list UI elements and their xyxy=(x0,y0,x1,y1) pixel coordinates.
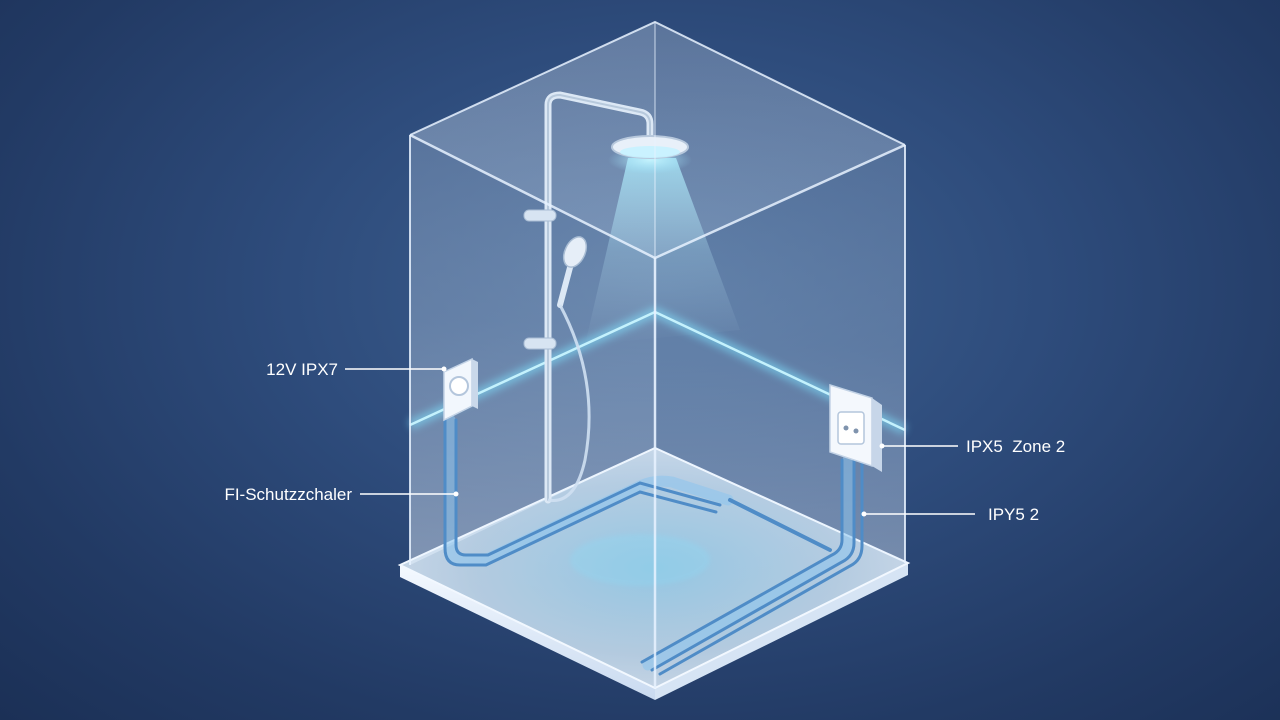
socket-icon xyxy=(837,411,865,445)
label-ipy5-2: IPY5 2 xyxy=(988,505,1039,524)
shower-fixtures xyxy=(523,91,740,504)
right-socket-box xyxy=(829,383,882,472)
tray-front-left-face xyxy=(400,565,655,700)
label-12v-ipx7: 12V IPX7 xyxy=(266,360,338,379)
electrical-conduits xyxy=(443,414,864,676)
tray-front-right-face xyxy=(655,563,908,700)
riser-bracket-top xyxy=(523,209,557,222)
callout-dots xyxy=(441,366,885,517)
shower-hose xyxy=(547,304,591,502)
label-ipx5-zone-2: IPX5 Zone 2 xyxy=(966,437,1065,456)
left-switch-box xyxy=(443,357,478,422)
switch-icon xyxy=(449,376,469,396)
hand-shower xyxy=(557,236,588,308)
label-fi-schutzschalter: FI-Schutzzchaler xyxy=(224,485,352,504)
left-conduit xyxy=(443,414,734,567)
right-conduit xyxy=(640,454,864,676)
callout-lines xyxy=(345,368,975,515)
floor-drain-glow xyxy=(570,534,710,586)
rain-shower-light-beam xyxy=(585,158,740,345)
riser-bracket-bottom xyxy=(523,337,557,350)
